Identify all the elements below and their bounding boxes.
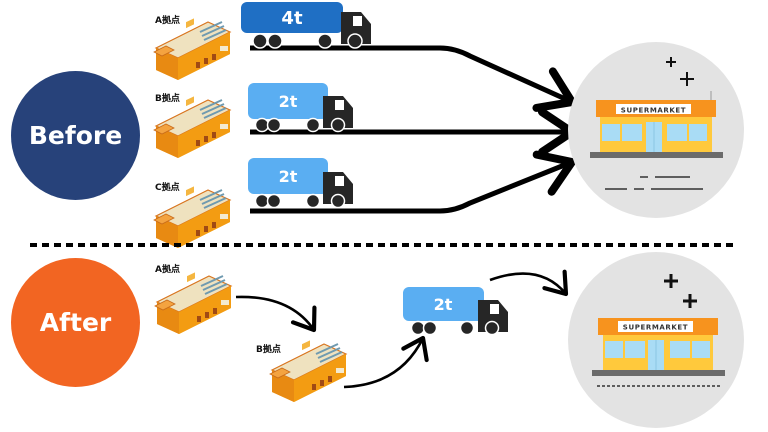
truck-icon-4t: 4t bbox=[241, 2, 371, 49]
after-site-b-label: B拠点 bbox=[256, 345, 281, 355]
after-badge: After bbox=[11, 258, 140, 387]
before-badge: Before bbox=[11, 71, 140, 200]
warehouse-icon bbox=[269, 339, 347, 403]
supermarket-icon: SUPERMARKET bbox=[568, 42, 744, 218]
truck-capacity-label: 2t bbox=[434, 295, 453, 314]
store-sign-text: SUPERMARKET bbox=[623, 324, 688, 332]
warehouse-icon bbox=[153, 17, 231, 82]
truck-capacity-label: 2t bbox=[279, 167, 298, 186]
after-label: After bbox=[39, 308, 112, 337]
warehouse-icon bbox=[153, 95, 231, 159]
route-arrow-a bbox=[250, 45, 576, 112]
truck-icon-2t: 2t bbox=[248, 83, 353, 133]
warehouse-icon bbox=[153, 185, 231, 249]
before-site-b-label: B拠点 bbox=[155, 94, 180, 104]
route-arrow-b-to-truck bbox=[343, 335, 429, 389]
store-sign-text: SUPERMARKET bbox=[621, 107, 686, 115]
route-arrow-truck-to-store bbox=[489, 269, 569, 297]
truck-capacity-label: 4t bbox=[281, 8, 303, 29]
warehouse-icon bbox=[154, 271, 232, 335]
before-site-a-label: A拠点 bbox=[155, 16, 180, 26]
before-label: Before bbox=[28, 121, 123, 150]
truck-capacity-label: 2t bbox=[279, 92, 298, 111]
before-site-c-label: C拠点 bbox=[155, 183, 180, 193]
truck-icon-2t: 2t bbox=[403, 287, 508, 336]
truck-icon-2t: 2t bbox=[248, 158, 353, 209]
route-arrow-a-to-b bbox=[235, 295, 317, 333]
supermarket-icon: SUPERMARKET bbox=[568, 252, 744, 428]
route-arrow-c bbox=[250, 150, 576, 214]
after-site-a-label: A拠点 bbox=[155, 265, 180, 275]
